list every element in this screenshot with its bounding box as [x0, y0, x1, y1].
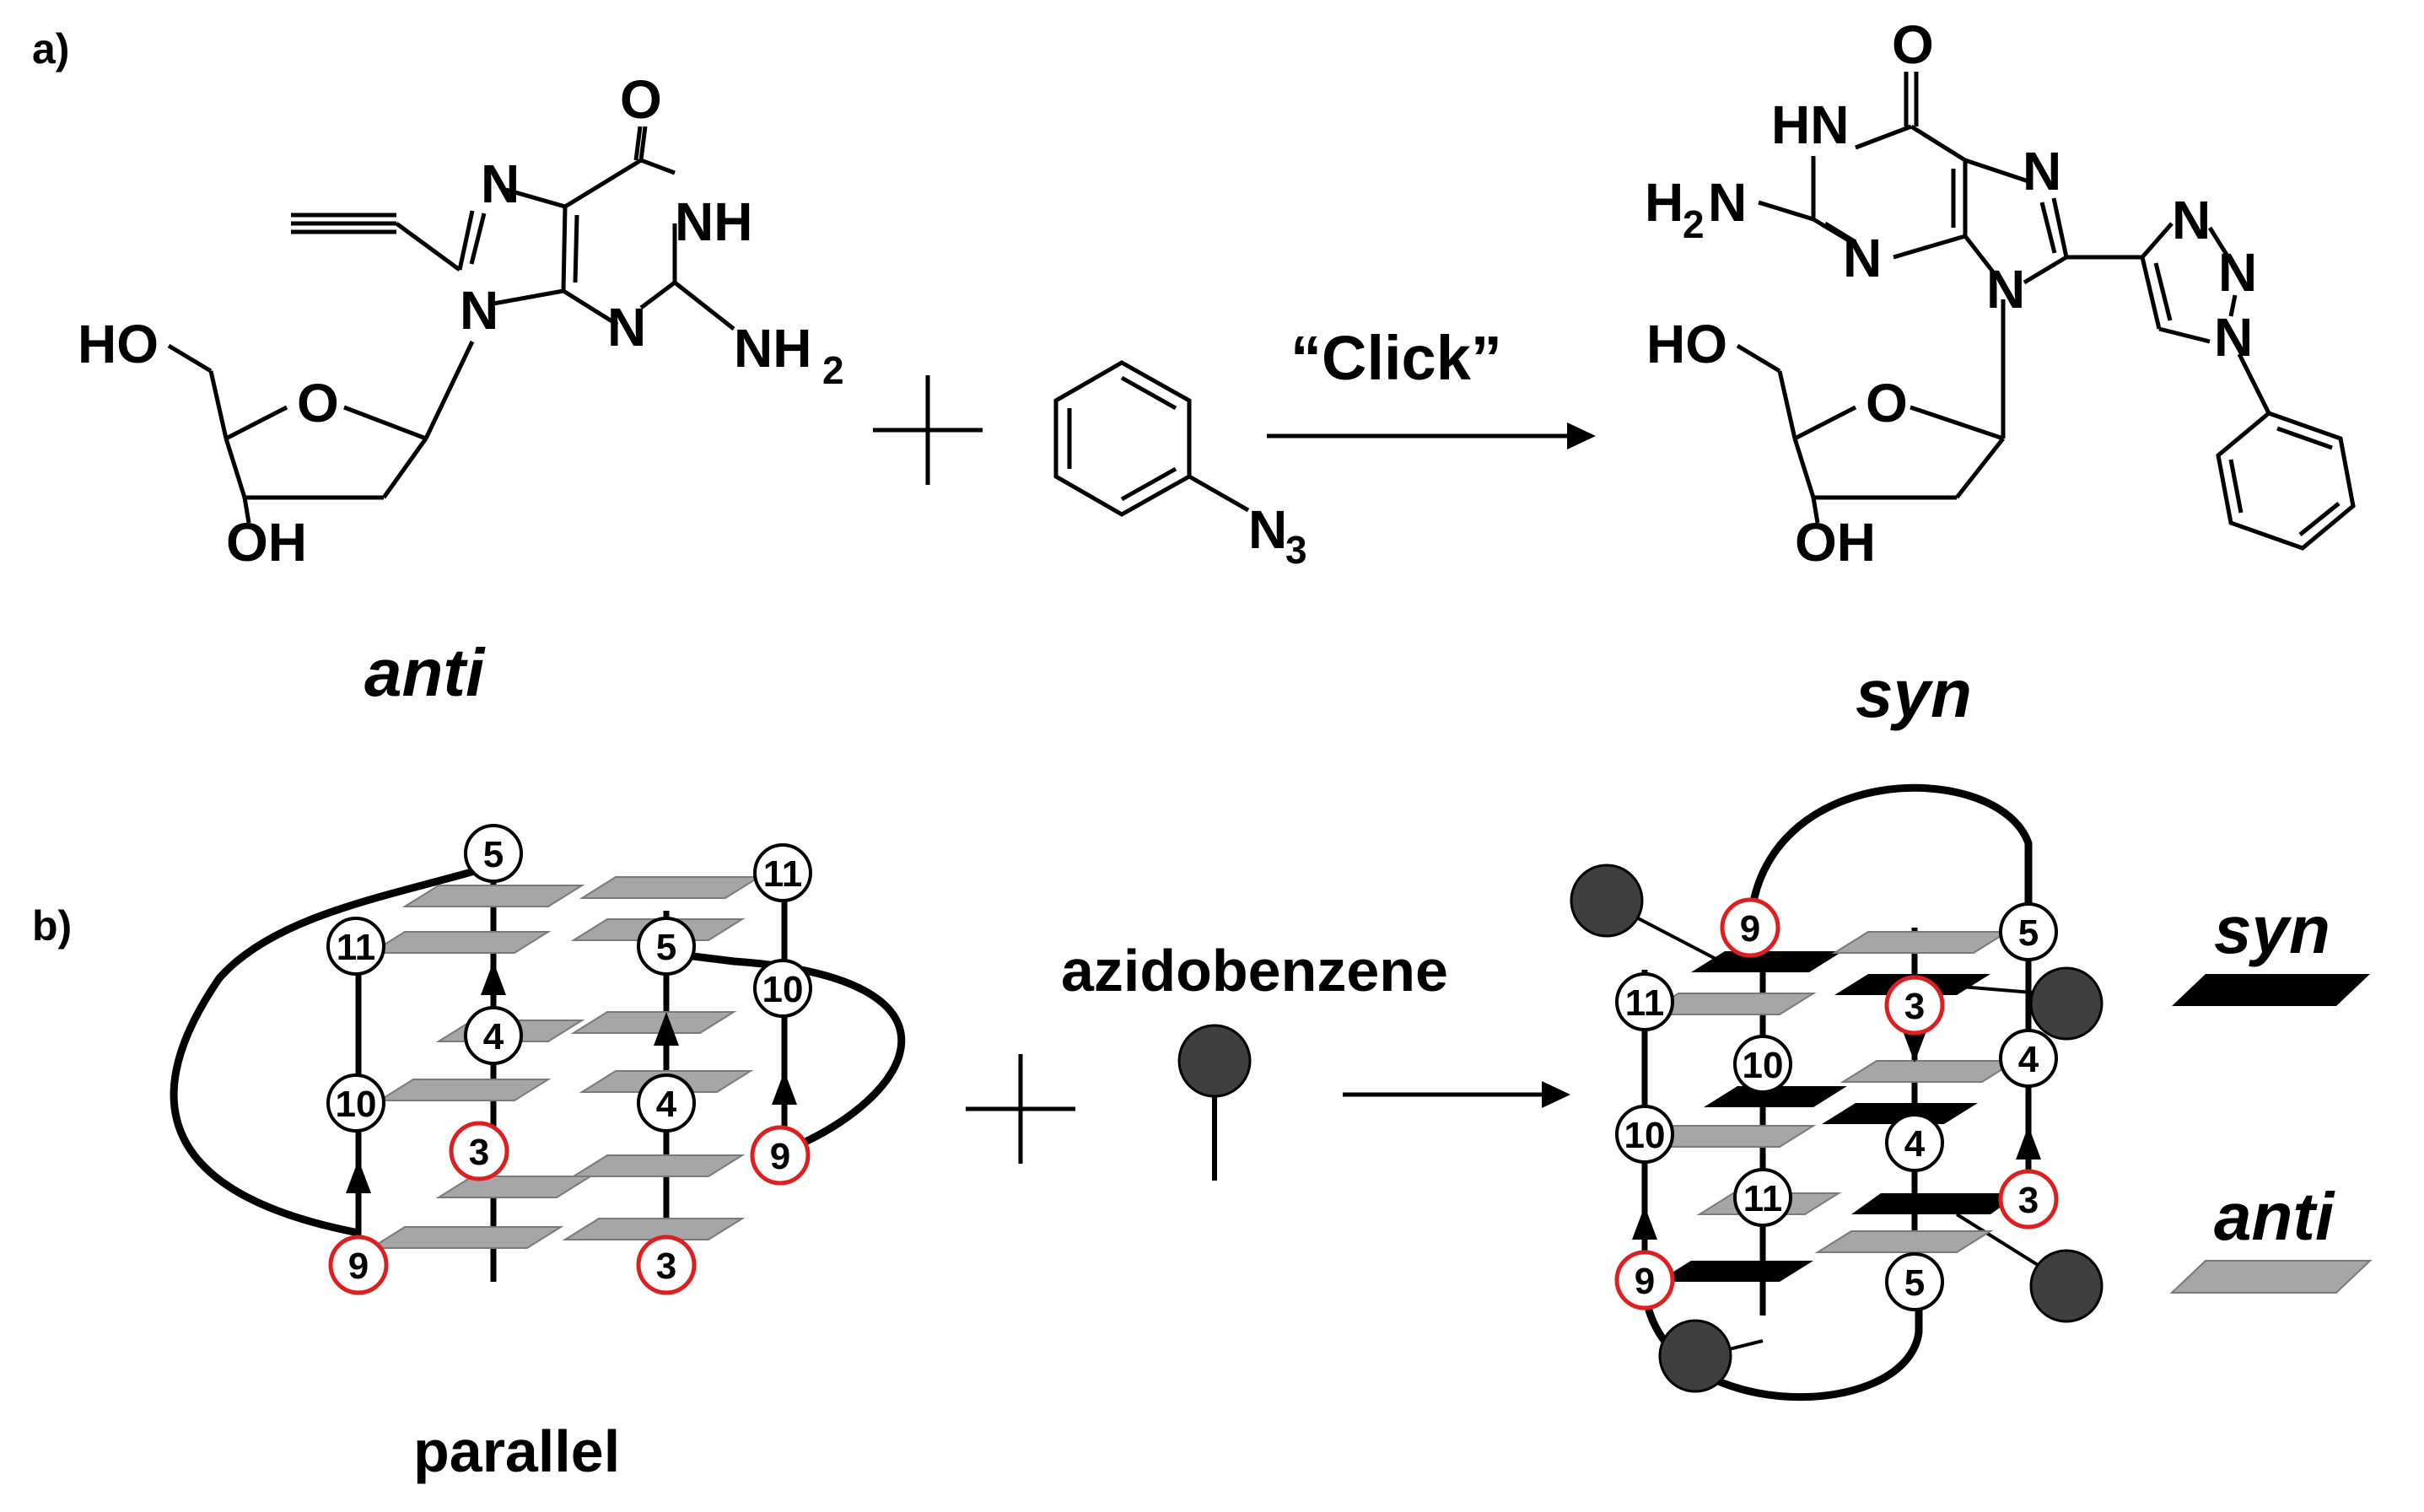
legend-anti-plane	[2169, 1260, 2373, 1294]
left-node-9-red-right: 9	[750, 1125, 811, 1186]
panel-label-a: a)	[32, 25, 69, 73]
left-node-label: 3	[469, 1132, 489, 1173]
right-node-5-bottom: 5	[1885, 1252, 1944, 1311]
atom-o-carbonyl: O	[620, 69, 662, 130]
legend: syn anti	[2169, 892, 2373, 1294]
right-node-5-top: 5	[1999, 902, 2058, 961]
product-atom-n7: N	[2023, 141, 2061, 202]
product-atom-n3: N	[1843, 228, 1882, 288]
caption-syn: syn	[1856, 656, 1972, 731]
right-node-label: 9	[1635, 1261, 1655, 1302]
product-atom-oh-3prime: OH	[1795, 512, 1876, 573]
right-node-10-inner: 10	[1733, 1035, 1792, 1094]
product-atom-h2n-sub: 2	[1683, 202, 1705, 246]
left-node-10-left: 10	[326, 1073, 385, 1133]
right-node-label: 5	[2018, 912, 2039, 954]
left-node-5-mid: 5	[637, 917, 696, 976]
right-node-9-red-bottom: 9	[1614, 1250, 1675, 1310]
atom-n1-h: NH	[675, 191, 752, 252]
legend-anti-label: anti	[2214, 1179, 2335, 1254]
product-atom-ho-5prime: HO	[1646, 314, 1727, 374]
product-atom-n9: N	[1986, 259, 2025, 320]
left-node-4-right: 4	[637, 1073, 696, 1133]
product-atom-triazole-n1: N	[2214, 307, 2253, 368]
atom-n9: N	[460, 280, 498, 341]
left-node-label: 4	[656, 1084, 677, 1125]
right-node-4-mid: 4	[1885, 1113, 1944, 1172]
product-atom-hn: HN	[1771, 94, 1849, 155]
left-node-11-right: 11	[753, 843, 812, 902]
plus-sign-b	[966, 1054, 1075, 1164]
atom-azide-subscript: 3	[1285, 528, 1307, 572]
left-node-10-right: 10	[753, 959, 812, 1018]
click-label: “Click”	[1290, 323, 1502, 393]
left-node-5-top: 5	[464, 824, 523, 883]
right-node-3-red-right: 3	[1998, 1169, 2059, 1230]
right-node-label: 4	[1904, 1123, 1926, 1165]
atom-ring-oxygen: O	[297, 373, 339, 433]
right-node-label: 3	[2018, 1180, 2039, 1221]
left-node-label: 5	[483, 834, 504, 875]
atom-n7: N	[481, 153, 520, 214]
left-node-label: 11	[763, 853, 803, 895]
right-node-10-left: 10	[1615, 1105, 1674, 1164]
right-node-4-right: 4	[1999, 1029, 2058, 1088]
right-node-label: 4	[2018, 1039, 2039, 1080]
left-node-label: 9	[348, 1246, 369, 1287]
atom-azide-n: N	[1248, 499, 1287, 560]
product-atom-h2n-h: H	[1645, 172, 1683, 233]
right-node-9-red-top: 9	[1720, 897, 1780, 958]
reaction-arrow-a	[1267, 422, 1596, 449]
left-node-3-red-bottom: 3	[636, 1235, 697, 1295]
caption-anti: anti	[364, 635, 486, 710]
product-atom-triazole-n2: N	[2218, 242, 2257, 303]
right-node-label: 10	[1743, 1045, 1784, 1086]
left-node-11-left: 11	[326, 917, 385, 976]
product-atom-triazole-n3: N	[2172, 190, 2211, 250]
left-node-label: 11	[337, 927, 376, 968]
modified-quadruplex: 9 5 11 3 10 4 10 4	[1570, 783, 2103, 1402]
azidobenzene-ball-icon	[1177, 1024, 1252, 1181]
left-node-label: 10	[336, 1084, 377, 1125]
right-node-11-left: 11	[1615, 972, 1674, 1031]
caption-parallel: parallel	[413, 1418, 620, 1484]
azidobenzene-structure	[1053, 360, 1250, 517]
left-node-4-left: 4	[464, 1006, 523, 1065]
azidobenzene-label: azidobenzene	[1061, 938, 1448, 1004]
atom-oh-3prime: OH	[226, 512, 307, 573]
atom-nh2: NH	[734, 318, 811, 379]
atom-n3: N	[607, 297, 646, 358]
left-node-label: 5	[656, 927, 676, 968]
parallel-quadruplex: 5 11 11 5 10 4 10 4	[170, 824, 906, 1295]
right-node-label: 3	[1904, 986, 1925, 1027]
reaction-arrow-b	[1343, 1081, 1570, 1108]
plus-sign-a	[873, 375, 983, 485]
right-node-label: 9	[1740, 908, 1760, 950]
left-node-label: 9	[770, 1136, 790, 1177]
right-node-11-inner: 11	[1733, 1168, 1792, 1227]
legend-syn-label: syn	[2214, 892, 2330, 967]
reactant-molecule	[167, 126, 735, 524]
atom-nh2-subscript: 2	[822, 348, 844, 392]
product-molecule	[1736, 72, 2356, 551]
panel-label-b: b)	[32, 902, 72, 950]
right-node-label: 10	[1624, 1115, 1666, 1156]
atom-ho-5prime: HO	[78, 314, 159, 374]
left-node-label: 4	[483, 1016, 504, 1057]
left-node-9-red-bottom: 9	[328, 1235, 389, 1295]
product-atom-o: O	[1892, 14, 1934, 75]
left-node-label: 10	[762, 969, 804, 1010]
left-node-label: 3	[656, 1246, 676, 1287]
right-node-label: 5	[1904, 1262, 1925, 1304]
right-node-label: 11	[1743, 1178, 1783, 1219]
right-node-label: 11	[1625, 982, 1665, 1024]
right-node-3-red-mid: 3	[1884, 975, 1945, 1036]
legend-syn-plane	[2172, 974, 2370, 1006]
product-atom-ring-oxygen: O	[1866, 373, 1908, 433]
product-atom-h2n-n: N	[1708, 172, 1747, 233]
left-node-3-red-left: 3	[449, 1121, 509, 1181]
